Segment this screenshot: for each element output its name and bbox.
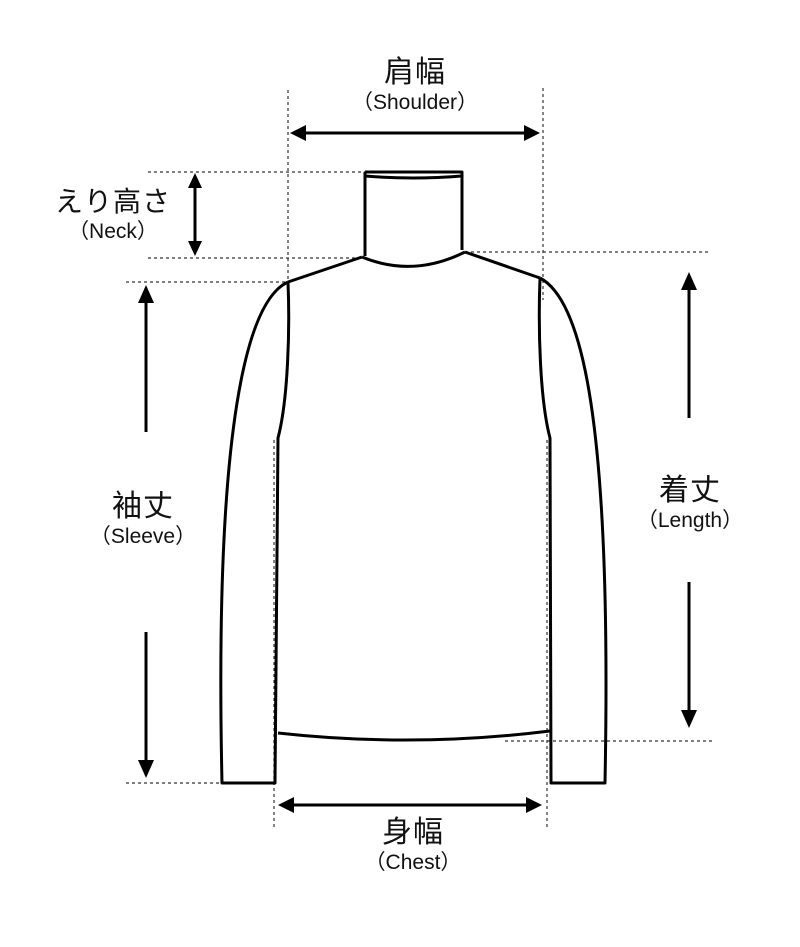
- length-label-en: （Length）: [636, 509, 744, 532]
- hem: [277, 729, 551, 742]
- chest-arrow: [278, 797, 542, 813]
- sleeve-label-en: （Sleeve）: [89, 525, 197, 548]
- sleeve-label: 袖丈 （Sleeve）: [78, 490, 208, 550]
- left-sleeve: [219, 280, 291, 785]
- collar-outline: [365, 170, 464, 250]
- length-arrow: [681, 272, 697, 728]
- length-label-jp: 着丈: [659, 473, 721, 508]
- neck-label-jp: えり高さ: [54, 185, 171, 218]
- guide-lines: [126, 88, 715, 830]
- neckline: [361, 250, 466, 268]
- neck-arrow: [188, 173, 202, 256]
- sleeve-label-jp: 袖丈: [112, 489, 174, 524]
- neck-label-en: （Neck）: [68, 220, 158, 243]
- chest-label-en: （Chest）: [364, 851, 462, 874]
- length-label: 着丈 （Length）: [625, 474, 755, 534]
- shoulder-label-jp: 肩幅: [384, 55, 446, 90]
- shoulder-label-en: （Shoulder）: [351, 91, 479, 114]
- left-shoulder-seam: [287, 255, 363, 284]
- turtleneck-outline: [219, 170, 608, 785]
- shoulder-arrow: [290, 125, 540, 141]
- neck-label: えり高さ （Neck）: [48, 185, 178, 245]
- shoulder-label: 肩幅 （Shoulder）: [330, 56, 500, 116]
- chest-label: 身幅 （Chest）: [348, 816, 478, 876]
- sleeve-arrow: [138, 285, 154, 778]
- chest-label-jp: 身幅: [382, 815, 444, 850]
- right-sleeve: [537, 276, 608, 785]
- collar-fold: [364, 174, 463, 180]
- right-shoulder-seam: [464, 250, 541, 280]
